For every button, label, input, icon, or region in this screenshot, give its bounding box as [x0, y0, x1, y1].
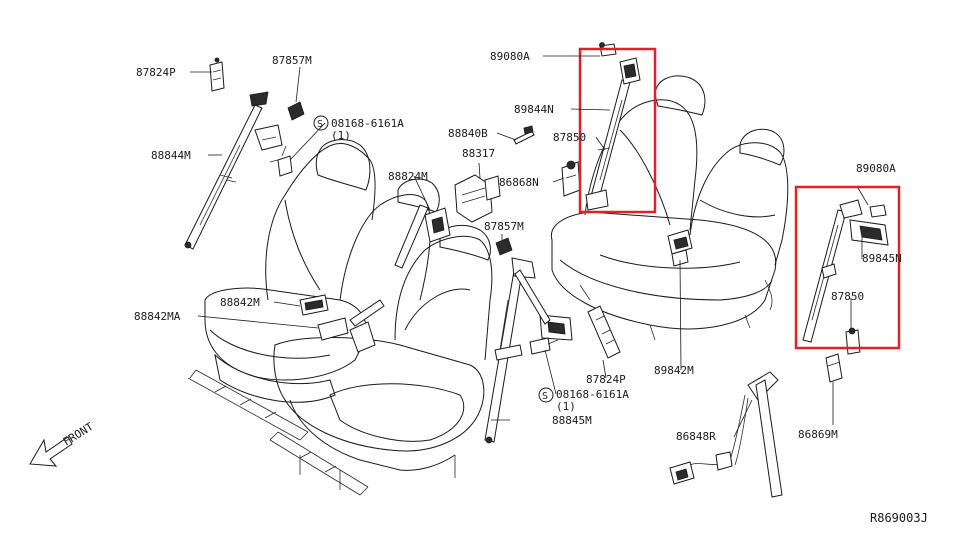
bolt-08168-b	[529, 337, 559, 355]
bracket-88317	[454, 174, 501, 223]
label-08168-b: 08168-6161A	[556, 388, 629, 401]
cap-87857M-a	[287, 101, 305, 121]
label-08168-b-qty: (1)	[556, 400, 576, 413]
label-88842MA: 88842MA	[134, 310, 181, 323]
label-86848R: 86848R	[676, 430, 716, 443]
belt-88845M	[484, 257, 573, 444]
belt-89844N	[585, 42, 641, 211]
belt-88844M	[184, 91, 283, 250]
second-row-seats	[187, 139, 493, 496]
label-89844N: 89844N	[514, 103, 554, 116]
label-88842M: 88842M	[220, 296, 260, 309]
belt-89845N	[802, 199, 889, 343]
screw-symbol-a: S	[317, 119, 323, 130]
label-87857M-a: 87857M	[272, 54, 312, 67]
screw-symbol-icon-b: S	[538, 387, 554, 403]
label-86868N: 86868N	[499, 176, 539, 189]
label-89080A-a: 89080A	[490, 50, 530, 63]
label-88844M: 88844M	[151, 149, 191, 162]
buckle-89842M	[667, 229, 693, 267]
label-89080A-b: 89080A	[856, 162, 896, 175]
anchor-87824P-a	[209, 57, 225, 92]
label-86869M: 86869M	[798, 428, 838, 441]
anchor-87824P-b	[587, 305, 621, 359]
bracket-86868N	[561, 160, 581, 197]
belt-88824M	[349, 204, 451, 327]
label-89845N: 89845N	[862, 252, 902, 265]
label-08168-a: 08168-6161A	[331, 117, 404, 130]
highlight-box-right	[794, 185, 901, 350]
screw-symbol-b: S	[542, 391, 548, 402]
cap-87857M-b	[495, 237, 513, 256]
label-88845M: 88845M	[552, 414, 592, 427]
bracket-86869M	[825, 353, 843, 383]
label-87850-a: 87850	[553, 131, 586, 144]
label-88824M: 88824M	[388, 170, 428, 183]
label-08168-a-qty: (1)	[331, 129, 351, 142]
label-87824P-a: 87824P	[136, 66, 176, 79]
label-88840B: 88840B	[448, 127, 488, 140]
label-88317: 88317	[462, 147, 495, 160]
anchor-87850-b	[845, 327, 861, 355]
front-arrow-icon	[29, 436, 73, 467]
leader-lines	[190, 55, 869, 438]
bolt-08168-a	[269, 145, 293, 177]
buckle-88842M	[299, 294, 376, 353]
drawing-code: R869003J	[870, 511, 928, 525]
label-87824P-b: 87824P	[586, 373, 626, 386]
bolt-88840B	[513, 125, 535, 145]
belt-86848R	[669, 371, 783, 498]
front-label: FRONT	[61, 420, 96, 449]
label-89842M: 89842M	[654, 364, 694, 377]
label-87850-b: 87850	[831, 290, 864, 303]
part-labels: 87824P 87857M 08168-6161A (1) 88844M 888…	[134, 50, 902, 443]
screw-symbol-icon-a: S	[313, 115, 329, 131]
highlight-box-upper	[578, 47, 657, 214]
third-row-seats	[550, 75, 789, 341]
label-87857M-b: 87857M	[484, 220, 524, 233]
